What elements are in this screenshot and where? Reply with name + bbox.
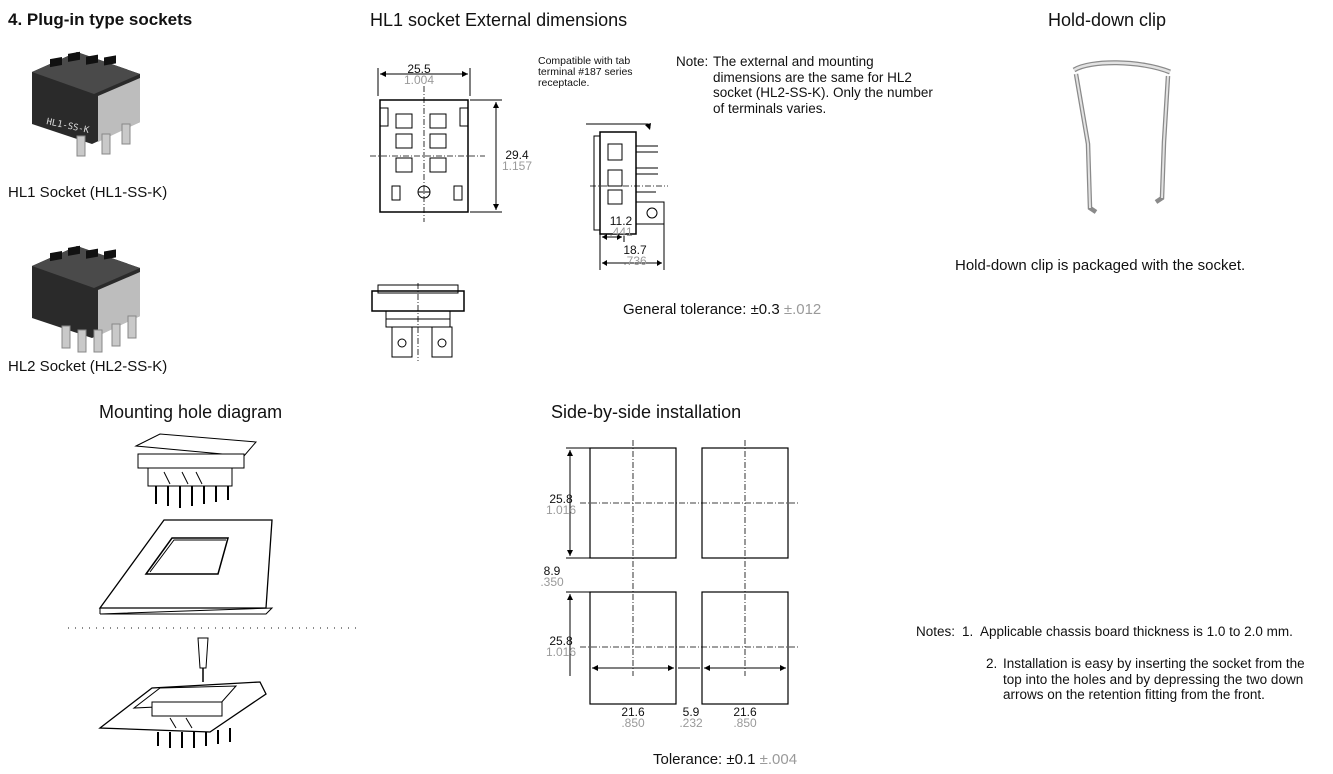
width-dimension: 25.5 1.004 xyxy=(395,62,443,87)
gap-v-dimension: 8.9 .350 xyxy=(537,564,567,589)
width-in: 1.004 xyxy=(403,73,435,87)
hl2-socket-photo xyxy=(32,245,140,353)
hold-down-clip-drawing xyxy=(1072,60,1171,214)
bottom-view-drawing xyxy=(371,283,465,361)
depth1-dimension: 11.2 .441 xyxy=(604,214,638,239)
hl2-caption: HL2 Socket (HL2-SS-K) xyxy=(8,358,168,375)
hl1-socket-photo: HL1-SS-K xyxy=(32,51,140,157)
note-label: Note: xyxy=(676,54,709,69)
gap-h-mm: 5.9 xyxy=(682,705,700,719)
note-1-text: Applicable chassis board thickness is 1.… xyxy=(980,624,1293,639)
tab-terminal-note: Compatible with tab terminal #187 series… xyxy=(538,55,633,89)
section-title: 4. Plug-in type sockets xyxy=(8,10,193,29)
general-tolerance-inch: ±.012 xyxy=(783,301,822,318)
side-view-drawing xyxy=(586,123,668,270)
width-mm: 25.5 xyxy=(407,62,431,76)
note-text: The external and mounting dimensions are… xyxy=(713,54,933,116)
depth1-in: .441 xyxy=(609,225,633,239)
h2-mm: 25.8 xyxy=(549,634,573,648)
height-mm: 29.4 xyxy=(505,148,529,162)
h2-in: 1.016 xyxy=(546,645,577,659)
note-1-number: 1. xyxy=(962,624,974,639)
gap-h-dimension: 5.9 .232 xyxy=(676,705,706,730)
height-in: 1.157 xyxy=(501,159,533,173)
h1-in: 1.016 xyxy=(546,503,577,517)
installation-tolerance: Tolerance: ±0.1 ±.004 xyxy=(653,751,797,768)
w2-mm: 21.6 xyxy=(733,705,757,719)
installation-tolerance-label: Tolerance: ±0.1 xyxy=(653,751,756,768)
gap-h-in: .232 xyxy=(679,716,703,730)
gap-v-in: .350 xyxy=(540,575,564,589)
hold-down-clip-caption: Hold-down clip is packaged with the sock… xyxy=(955,257,1246,274)
gap-v-mm: 8.9 xyxy=(543,564,561,578)
h1-dimension: 25.8 1.016 xyxy=(546,492,577,517)
w1-dimension: 21.6 .850 xyxy=(616,705,650,730)
general-tolerance: General tolerance: ±0.3 ±.012 xyxy=(623,301,821,318)
w2-dimension: 21.6 .850 xyxy=(728,705,762,730)
notes-label: Notes: xyxy=(916,624,956,639)
note-2-number: 2. xyxy=(986,656,998,671)
installation-tolerance-inch: ±.004 xyxy=(759,751,798,768)
depth2-dimension: 18.7 .736 xyxy=(618,243,652,268)
depth2-mm: 18.7 xyxy=(623,243,647,257)
hl1-caption: HL1 Socket (HL1-SS-K) xyxy=(8,184,168,201)
note-2-text: Installation is easy by inserting the so… xyxy=(1003,656,1305,702)
h2-dimension: 25.8 1.016 xyxy=(546,634,577,659)
side-by-side-title: Side-by-side installation xyxy=(551,402,742,422)
w2-in: .850 xyxy=(733,716,757,730)
hold-down-clip-title: Hold-down clip xyxy=(1048,10,1167,30)
general-tolerance-label: General tolerance: ±0.3 xyxy=(623,301,780,318)
mounting-hole-drawing xyxy=(68,433,360,748)
front-view-drawing xyxy=(370,68,502,222)
height-dimension: 29.4 1.157 xyxy=(498,148,536,173)
external-dimensions-title: HL1 socket External dimensions xyxy=(370,10,628,30)
h1-mm: 25.8 xyxy=(549,492,573,506)
mounting-hole-title: Mounting hole diagram xyxy=(99,402,283,422)
side-by-side-drawing xyxy=(566,440,800,705)
depth1-mm: 11.2 xyxy=(609,214,633,228)
w1-mm: 21.6 xyxy=(621,705,645,719)
w1-in: .850 xyxy=(621,716,645,730)
depth2-in: .736 xyxy=(623,254,647,268)
